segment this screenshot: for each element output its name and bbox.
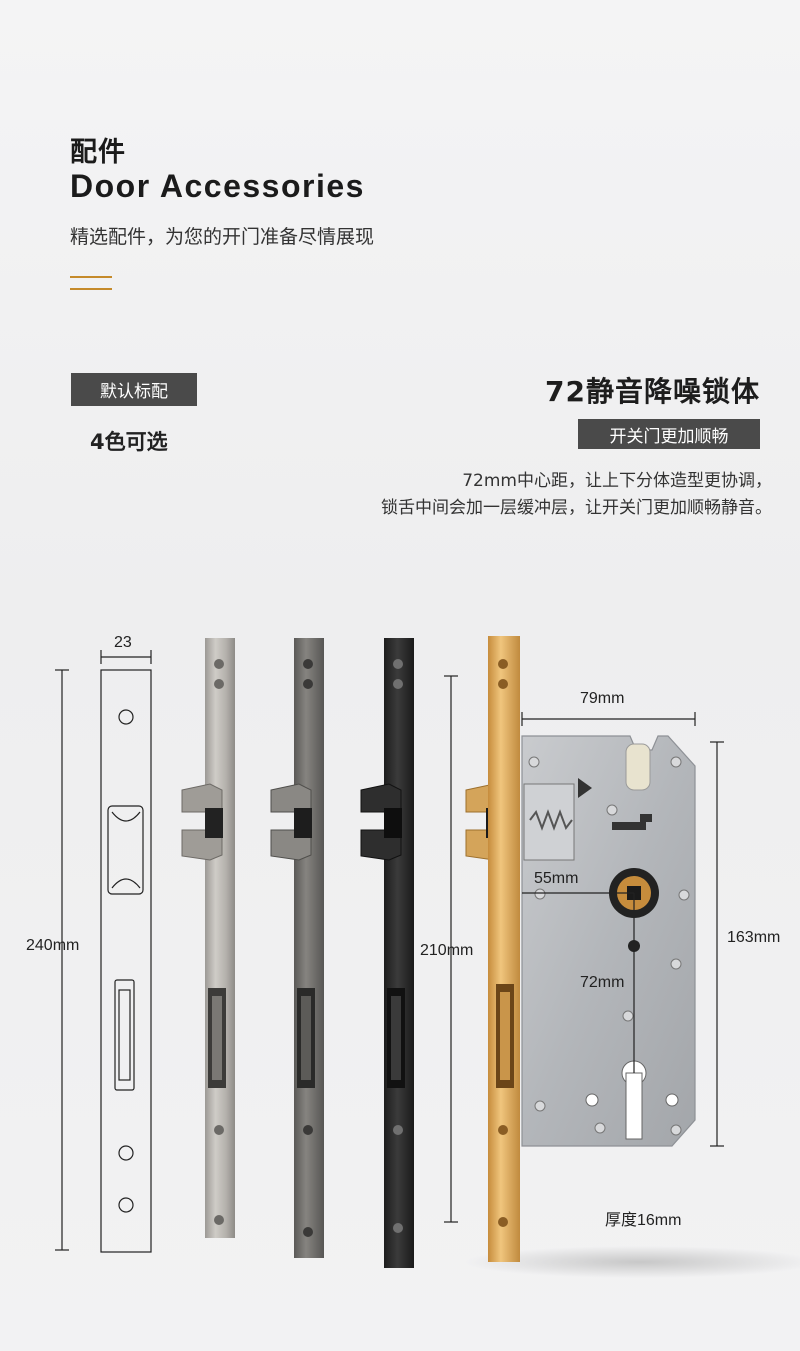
- color-options-text: 4色可选: [90, 430, 168, 454]
- dimension-210-line: [444, 675, 458, 1223]
- dim-label-height-210: 210mm: [420, 942, 474, 959]
- lock-dimension-lines: [521, 712, 724, 1147]
- lock-shadow: [465, 1246, 800, 1278]
- smooth-badge: 开关门更加顺畅: [578, 419, 760, 449]
- accent-divider-bottom: [70, 288, 112, 290]
- lock-description-line-1: 72mm中心距，让上下分体造型更协调，: [462, 471, 772, 491]
- lock-body-gold: [465, 636, 696, 1262]
- faceplate-outline-drawing: [55, 650, 152, 1253]
- faceplate-gunmetal: [270, 638, 324, 1258]
- faceplate-black: [360, 638, 414, 1268]
- faceplate-silver: [181, 638, 235, 1238]
- dim-label-width-23: 23: [114, 634, 132, 651]
- dim-label-distance-55: 55mm: [534, 870, 579, 887]
- dim-label-width-79: 79mm: [580, 690, 625, 707]
- lock-body-title: 72静音降噪锁体: [545, 375, 760, 408]
- dim-label-height-240: 240mm: [26, 937, 80, 954]
- section-title-cn: 配件: [70, 137, 126, 168]
- accent-divider-top: [70, 276, 112, 278]
- section-title-en: Door Accessories: [70, 168, 365, 204]
- section-subtitle: 精选配件，为您的开门准备尽情展现: [70, 226, 375, 248]
- default-badge: 默认标配: [71, 373, 197, 406]
- dim-label-height-163: 163mm: [727, 929, 781, 946]
- dim-label-distance-72: 72mm: [580, 974, 625, 991]
- lock-description-line-2: 锁舌中间会加一层缓冲层，让开关门更加顺畅静音。: [381, 498, 772, 518]
- dim-label-thickness: 厚度16mm: [605, 1212, 682, 1229]
